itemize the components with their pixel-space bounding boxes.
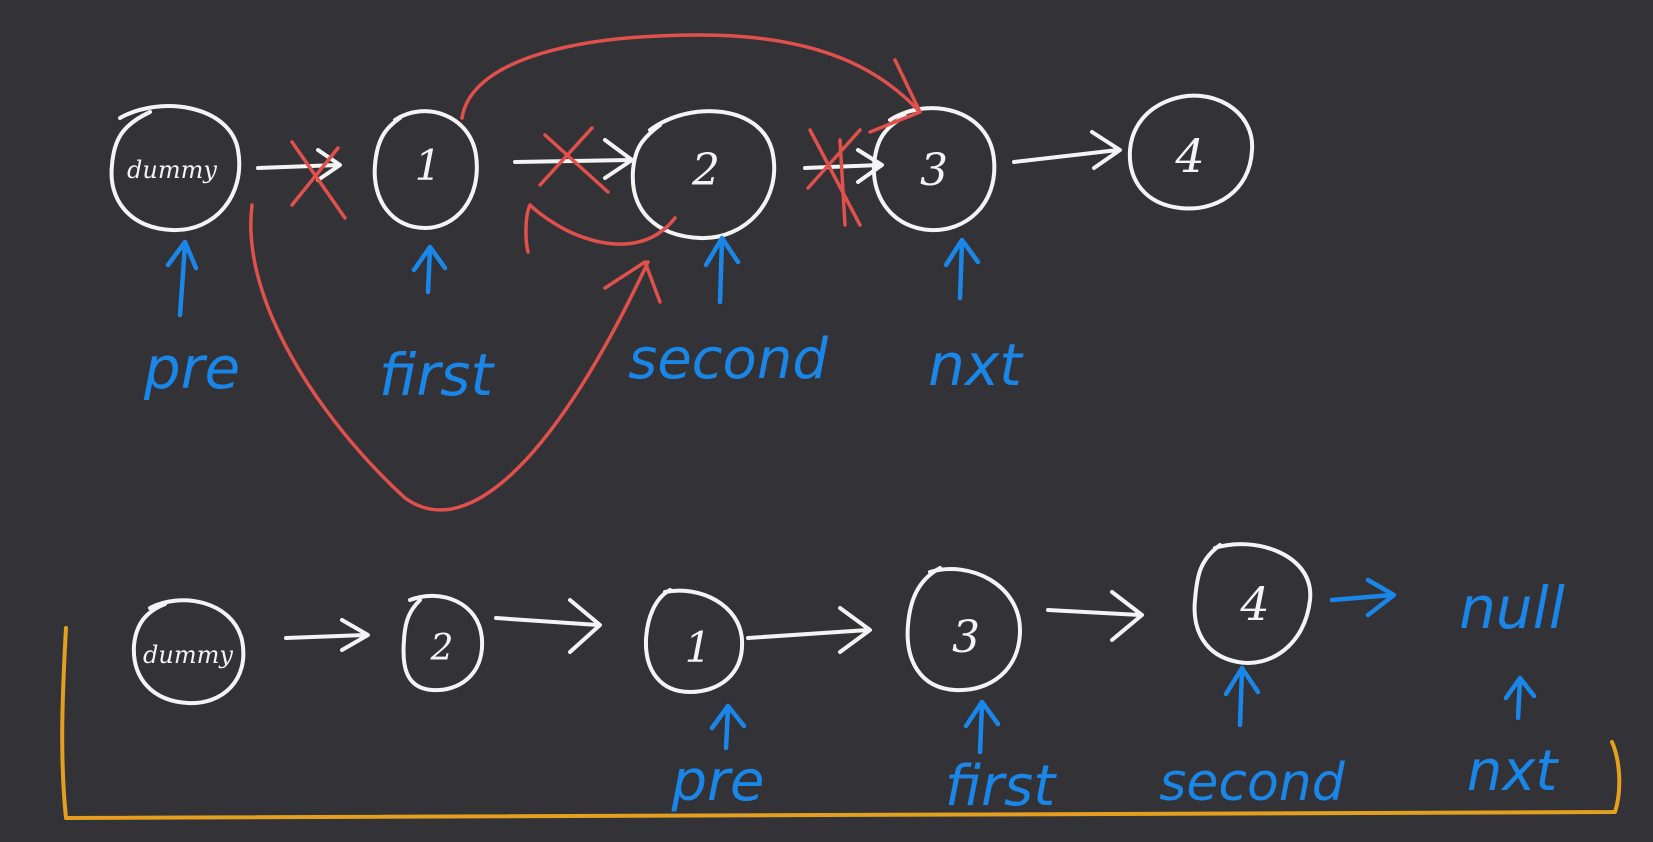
bottom-node-2-label: 2 [430, 628, 454, 669]
cross-1-to-2 [538, 126, 610, 194]
top-node-3: 3 [871, 106, 997, 233]
bottom-pointer-pre-label: pre [670, 749, 764, 814]
bottom-node-4-label: 4 [1239, 577, 1269, 631]
bottom-node-3: 3 [905, 566, 1022, 693]
arrow-3-to-4 [1012, 130, 1122, 170]
top-pointer-second-arrow [703, 235, 741, 305]
bottom-pointer-nxt: nxt [1467, 675, 1560, 804]
bottom-pointer-second-arrow [1223, 665, 1261, 728]
bottom-pointer-first-label: first [945, 754, 1057, 819]
bottom-node-4: 4 [1192, 542, 1313, 665]
bottom-pointer-second-label: second [1159, 753, 1345, 813]
top-node-4-label: 4 [1174, 129, 1204, 183]
null-terminator-label: null [1459, 574, 1565, 642]
arrow-dummy-to-2 [284, 618, 370, 652]
top-pointer-first-label: first [379, 341, 496, 409]
top-pointer-second: second [628, 235, 828, 392]
cross-dummy-to-1 [290, 140, 347, 220]
bottom-node-2: 2 [401, 593, 485, 693]
bottom-pointers: pre first second nxt [670, 665, 1560, 819]
top-node-1-label: 1 [415, 141, 442, 190]
bottom-pointer-nxt-arrow [1503, 675, 1537, 721]
arrow-2-to-1 [494, 598, 602, 654]
top-pointer-pre: pre [143, 239, 240, 402]
rewire-pre-to-second-head [603, 260, 662, 304]
bottom-pointer-second: second [1159, 665, 1346, 813]
bottom-linked-list: dummy 2 1 3 4 null pre [131, 542, 1565, 819]
top-pointers: pre first second nxt [143, 235, 1024, 409]
rewire-first-to-nxt-head [868, 58, 922, 134]
top-pointer-nxt-label: nxt [928, 331, 1024, 399]
cross-2-to-3 [806, 128, 862, 227]
broken-link-marks [290, 126, 862, 227]
top-pointer-nxt-arrow [943, 237, 981, 301]
top-linked-list: dummy 1 2 3 4 [109, 33, 1255, 512]
result-bracket [60, 626, 1622, 820]
bottom-pointer-first-arrow [963, 699, 1001, 755]
bottom-node-1-label: 1 [685, 623, 712, 672]
top-pointer-first-arrow [411, 244, 448, 295]
top-node-1: 1 [372, 109, 479, 230]
bottom-pointer-pre: pre [670, 703, 765, 814]
arrow-1-to-3 [746, 606, 872, 654]
bottom-node-3-label: 3 [952, 612, 980, 663]
rewire-pre-to-second [249, 203, 650, 512]
top-pointer-pre-label: pre [143, 334, 240, 402]
top-pointer-pre-arrow [165, 239, 199, 318]
top-node-4: 4 [1127, 93, 1255, 211]
arrow-4-to-null [1329, 577, 1397, 618]
rewire-second-to-first [524, 203, 677, 254]
top-node-2: 2 [630, 109, 777, 241]
bottom-pointer-nxt-label: nxt [1467, 739, 1560, 804]
top-pointer-first: first [379, 244, 496, 409]
top-node-dummy: dummy [109, 104, 242, 233]
bottom-next-arrows [284, 577, 1397, 654]
top-node-3-label: 3 [920, 145, 948, 196]
arrow-3-to-4 [1046, 590, 1144, 642]
bottom-pointer-pre-arrow [709, 703, 747, 751]
top-node-2-label: 2 [691, 145, 720, 196]
top-pointer-second-label: second [628, 327, 828, 392]
top-node-dummy-label: dummy [127, 156, 217, 184]
bottom-node-dummy: dummy [131, 598, 246, 706]
bottom-pointer-first: first [945, 699, 1057, 819]
rewire-arrows [249, 33, 922, 512]
rewire-first-to-nxt [460, 33, 920, 120]
top-pointer-nxt: nxt [928, 237, 1024, 399]
bottom-node-1: 1 [643, 588, 745, 694]
bottom-node-dummy-label: dummy [143, 641, 233, 669]
